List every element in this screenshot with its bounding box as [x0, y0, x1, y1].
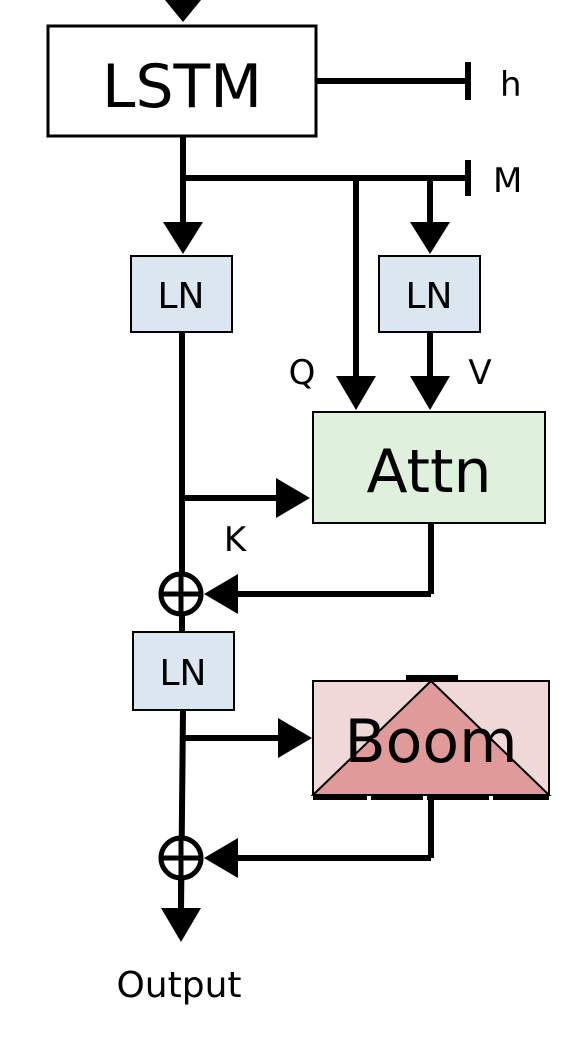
q-arrow: Q	[289, 178, 376, 410]
ln-left-block: LN	[130, 255, 233, 333]
output-arrow	[161, 878, 201, 942]
ln-right-box	[378, 255, 481, 333]
boom-return-arrow	[204, 800, 434, 878]
ln-right-label: LN	[406, 276, 453, 317]
add-icon-2	[158, 835, 204, 881]
output-label: Output	[116, 965, 241, 1006]
ln-left-label: LN	[158, 276, 205, 317]
boom-label: Boom	[344, 707, 517, 777]
h-output: h	[316, 62, 522, 105]
arrow-to-ln-right	[410, 178, 450, 254]
k-arrow: K	[182, 478, 310, 560]
attn-label: Attn	[366, 437, 491, 507]
v-arrow: V	[410, 332, 492, 410]
boom-block: Boom	[310, 675, 552, 800]
k-label: K	[224, 520, 248, 560]
lstm-label: LSTM	[102, 52, 262, 122]
arrow-to-boom	[183, 718, 312, 758]
attn-block: Attn	[312, 411, 546, 524]
m-label: M	[493, 161, 522, 201]
input-arrow	[165, 0, 201, 22]
ln-bottom-label: LN	[160, 653, 207, 694]
arrow-to-ln-left	[163, 222, 203, 254]
ln-bottom-box	[132, 631, 235, 711]
v-label: V	[468, 353, 491, 393]
h-label: h	[500, 65, 522, 105]
attn-return-arrow	[204, 523, 434, 614]
ln-right-block: LN	[378, 255, 481, 333]
m-memory-line: M	[180, 136, 522, 232]
lstm-block: LSTM	[46, 24, 318, 138]
ln-bottom-block: LN	[132, 631, 235, 711]
q-label: Q	[289, 353, 316, 393]
add-icon-1	[158, 571, 204, 617]
